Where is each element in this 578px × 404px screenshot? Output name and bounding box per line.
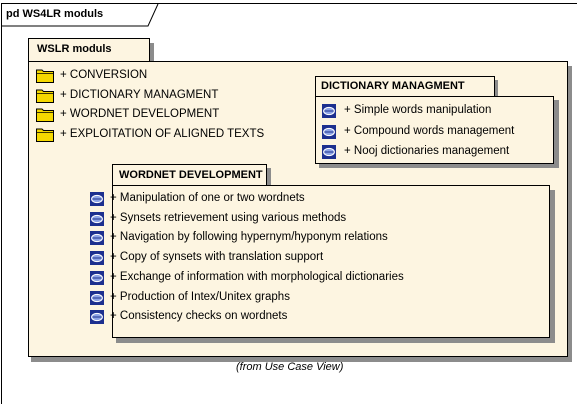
diagram-caption: (from Use Case View) (236, 361, 344, 373)
use-case-icon (90, 192, 104, 206)
use-case-icon (90, 290, 104, 305)
package-item-label[interactable]: + Consistency checks on wordnets (110, 310, 288, 323)
folder-icon (36, 89, 54, 103)
package-item-label[interactable]: + Compound words management (344, 124, 515, 137)
use-case-icon (90, 251, 104, 266)
package-item-label[interactable]: + Nooj dictionaries management (344, 145, 510, 157)
package-item-label[interactable]: + Production of Intex/Unitex graphs (110, 290, 290, 303)
package-item-label[interactable]: + DICTIONARY MANAGMENT (60, 88, 219, 101)
diagram-frame-tab (1, 3, 159, 27)
package-item-label[interactable]: + Synsets retrievement using various met… (110, 211, 347, 224)
use-case-icon (90, 310, 104, 325)
folder-icon (36, 69, 54, 83)
use-case-icon (90, 211, 104, 226)
package-item-label[interactable]: + Navigation by following hypernym/hypon… (110, 231, 388, 244)
use-case-icon (322, 145, 336, 159)
folder-icon (36, 108, 54, 122)
package-item-label[interactable]: + Simple words manipulation (344, 104, 492, 116)
folder-icon (36, 128, 54, 142)
package-wordnet-development[interactable] (112, 185, 550, 338)
package-title-wslr-moduls: WSLR moduls (37, 43, 112, 55)
diagram-frame (1, 3, 577, 404)
use-case-icon (322, 124, 336, 139)
package-item-label[interactable]: + Exchange of information with morpholog… (110, 270, 404, 283)
package-item-label[interactable]: + WORDNET DEVELOPMENT (60, 108, 220, 120)
use-case-icon (322, 104, 336, 118)
package-dictionary-managment[interactable] (315, 96, 554, 164)
use-case-icon (90, 270, 104, 285)
use-case-icon (90, 231, 104, 246)
package-item-label[interactable]: + Manipulation of one or two wordnets (110, 192, 305, 204)
diagram-frame-label: pd WS4LR moduls (6, 8, 104, 20)
package-item-label[interactable]: + EXPLOITATION OF ALIGNED TEXTS (60, 127, 265, 140)
package-title-wordnet-development: WORDNET DEVELOPMENT (119, 169, 263, 181)
package-item-label[interactable]: + Copy of synsets with translation suppo… (110, 251, 324, 264)
package-item-label[interactable]: + CONVERSION (60, 69, 148, 81)
package-title-dictionary-managment: DICTIONARY MANAGMENT (321, 80, 465, 92)
